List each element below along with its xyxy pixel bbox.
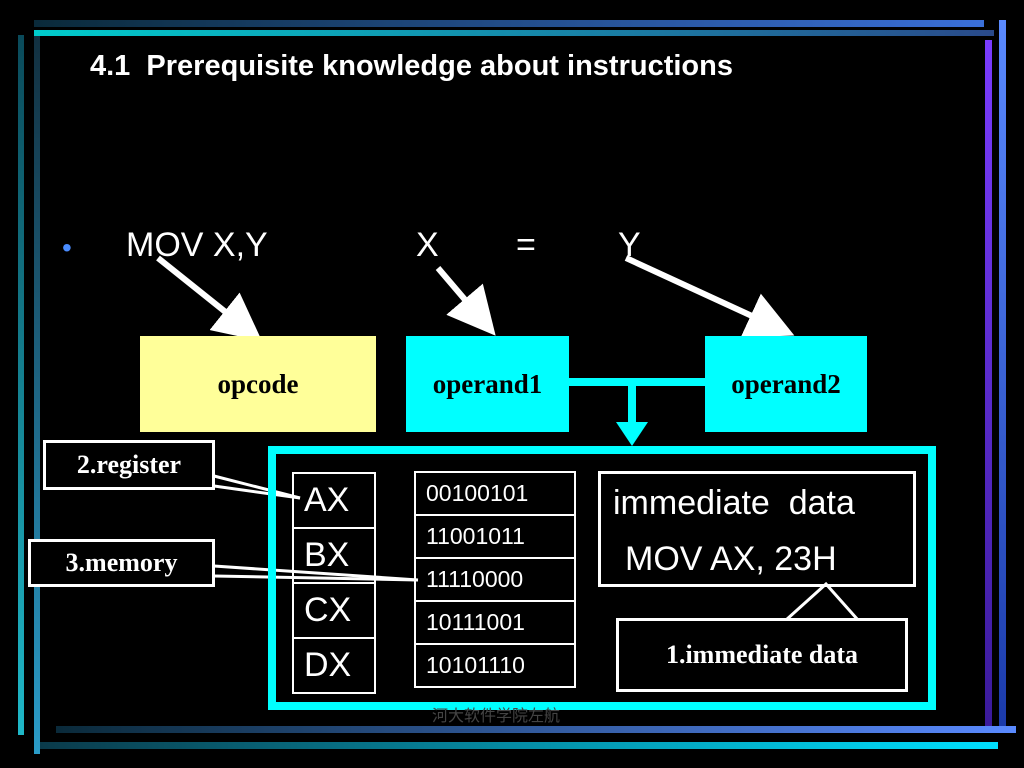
opcode-box: opcode: [140, 336, 376, 432]
memory-row: 10101110: [414, 643, 576, 688]
bottom-frame-bar-2: [40, 742, 998, 749]
slide-title: 4.1 Prerequisite knowledge about instruc…: [90, 50, 733, 82]
register-table: AX BX CX DX: [292, 472, 376, 694]
memory-cell: 11110000: [414, 557, 576, 602]
immediate-line-2: MOV AX, 23H: [625, 540, 837, 578]
register-cell: AX: [292, 472, 376, 529]
watermark-text: 河大软件学院左航: [432, 708, 561, 725]
equals-label: =: [516, 226, 536, 264]
down-connector-arrow: [616, 422, 648, 446]
memory-callout: 3.memory: [28, 539, 215, 587]
operand-source-frame: [268, 446, 936, 710]
down-connector-stem: [628, 382, 636, 424]
memory-row: 00100101: [414, 471, 576, 516]
y-label: Y: [618, 226, 641, 264]
bottom-frame-bar: [56, 726, 1016, 733]
right-frame-bar: [985, 40, 992, 730]
immediate-callout: 1.immediate data: [616, 618, 908, 692]
memory-table: 00100101 11001011 11110000 10111001 1010…: [414, 471, 576, 688]
memory-cell: 00100101: [414, 471, 576, 516]
bullet-dot: •: [62, 232, 72, 263]
instruction-text: MOV X,Y: [126, 226, 268, 264]
memory-row: 10111001: [414, 600, 576, 645]
memory-cell: 10111001: [414, 600, 576, 645]
memory-cell: 11001011: [414, 514, 576, 559]
left-frame-bar: [18, 35, 24, 735]
operand-connector-bar: [568, 378, 706, 386]
register-leader: [213, 474, 301, 500]
immediate-data-box: immediate data MOV AX, 23H: [598, 471, 916, 587]
operand1-label: operand1: [432, 368, 543, 399]
opcode-label: opcode: [217, 368, 299, 399]
register-row: BX: [292, 527, 376, 584]
memory-callout-label: 3.memory: [65, 548, 178, 577]
register-leader-2: [213, 484, 301, 500]
top-frame-bar: [34, 20, 984, 27]
memory-cell: 10101110: [414, 643, 576, 688]
left-frame-bar-2: [34, 36, 40, 754]
register-cell: CX: [292, 582, 376, 639]
register-callout: 2.register: [43, 440, 215, 490]
operand2-box: operand2: [705, 336, 867, 432]
right-frame-bar-2: [999, 20, 1006, 732]
arrow-instruction-to-opcode: [156, 255, 263, 342]
register-row: CX: [292, 582, 376, 639]
operand2-label: operand2: [731, 368, 841, 399]
register-row: AX: [292, 472, 376, 529]
x-label: X: [416, 226, 439, 264]
immediate-callout-label: 1.immediate data: [665, 640, 859, 669]
memory-row: 11110000: [414, 557, 576, 602]
arrow-x-to-operand1: [435, 266, 496, 336]
memory-row: 11001011: [414, 514, 576, 559]
top-frame-bar-2: [34, 30, 994, 36]
immediate-line-1: immediate data: [613, 484, 855, 522]
arrow-y-to-operand2: [624, 255, 795, 338]
register-cell: BX: [292, 527, 376, 584]
operand1-box: operand1: [406, 336, 569, 432]
register-row: DX: [292, 637, 376, 694]
register-callout-label: 2.register: [76, 450, 182, 479]
register-cell: DX: [292, 637, 376, 694]
